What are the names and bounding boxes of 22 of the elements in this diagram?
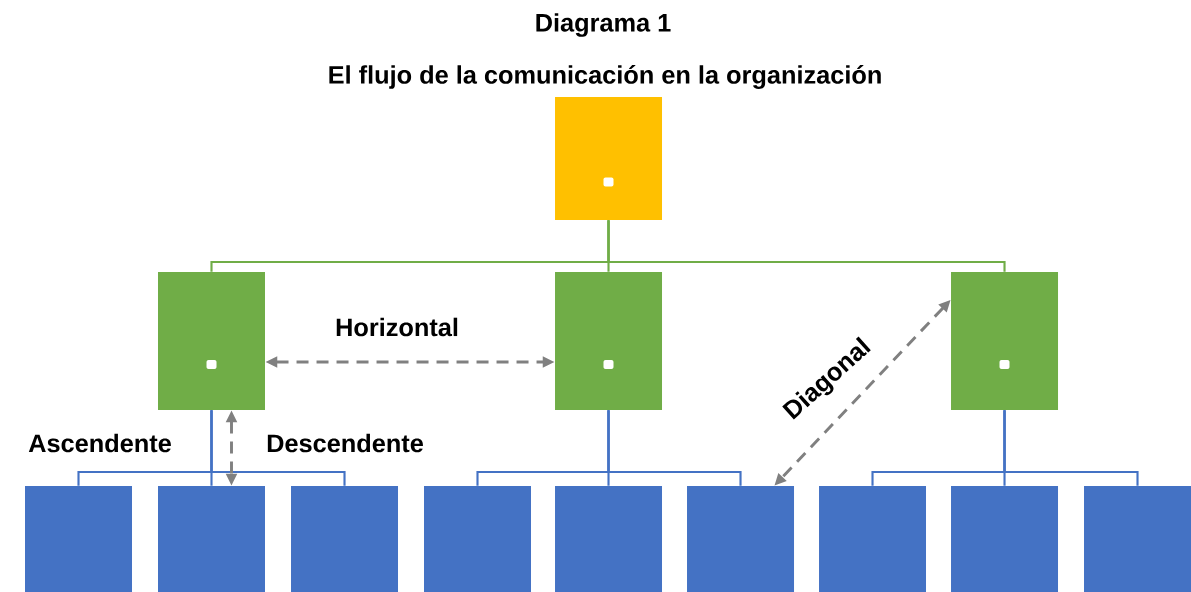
org-box (158, 272, 265, 410)
direction-label: Descendente (267, 433, 423, 453)
org-box (819, 486, 926, 592)
org-box (555, 272, 662, 410)
org-box (951, 272, 1058, 410)
org-box (555, 486, 662, 592)
direction-label: Ascendente (28, 433, 171, 453)
org-box (25, 486, 132, 592)
title: Diagrama 1 (536, 13, 671, 37)
connector-line (1003, 410, 1139, 486)
org-box (555, 97, 662, 220)
org-box (291, 486, 398, 592)
connector-line (607, 410, 742, 486)
org-box (687, 486, 794, 592)
org-box (158, 486, 265, 592)
connector-line (607, 220, 1006, 272)
org-box (951, 486, 1058, 592)
subtitle: El flujo de la comunicación en la organización (329, 65, 881, 89)
org-box (424, 486, 531, 592)
edge-label: Horizontal (336, 317, 458, 337)
connector-line (210, 410, 346, 486)
org-box (1084, 486, 1191, 592)
